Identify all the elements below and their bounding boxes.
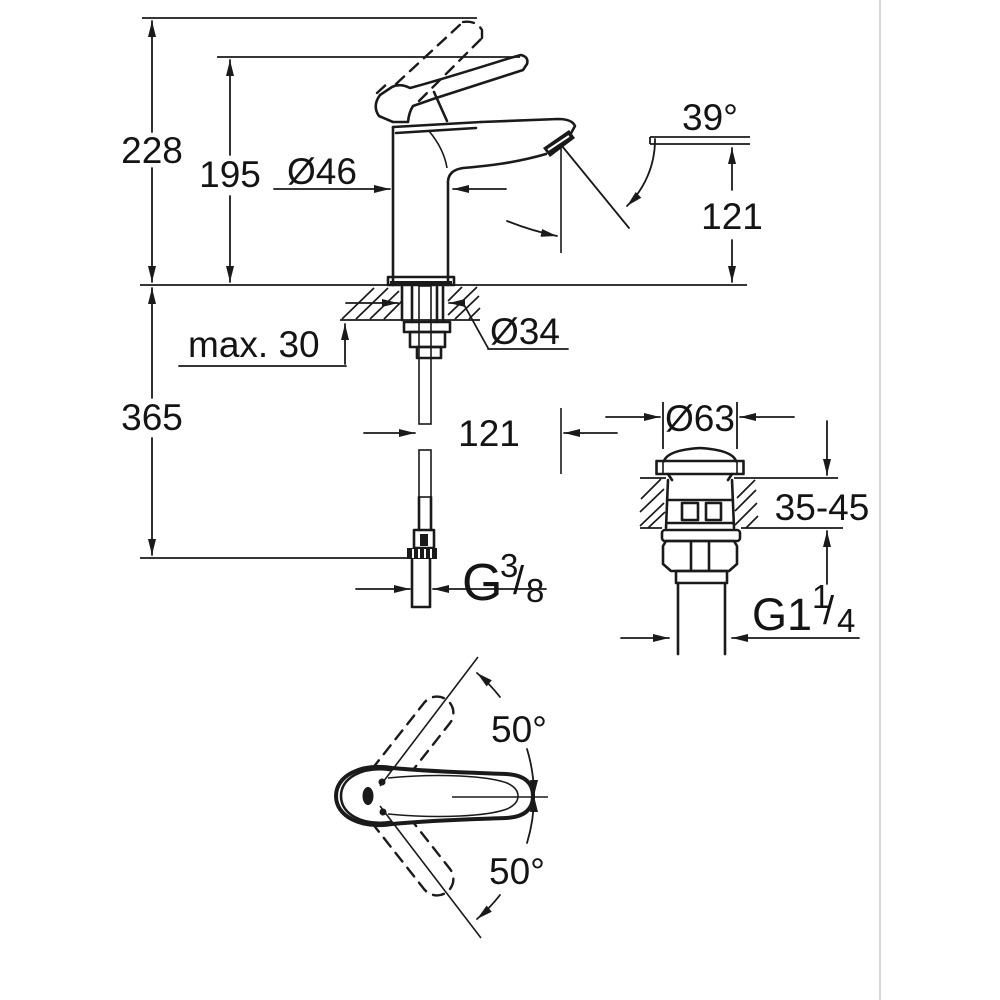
drain-body-window-left <box>680 501 700 522</box>
thread-label-hose-denominator: 8 <box>526 572 544 609</box>
dim-label-stream-angle: 39° <box>682 97 738 138</box>
dim-label-spout-reach: 121 <box>458 413 520 454</box>
angle-arc <box>626 138 656 207</box>
swivel-axis-lower <box>379 805 482 939</box>
dimension-39deg: 39° <box>506 97 750 237</box>
mounting-washer <box>402 320 452 334</box>
angle-reference-lines <box>649 136 750 145</box>
handle-lever <box>374 53 529 124</box>
handle-cap-inner-arc <box>339 767 392 825</box>
spout-underside <box>446 152 548 287</box>
drain-collar <box>674 569 729 585</box>
dimension-g38: G 3 / 8 <box>355 547 547 612</box>
thread-label-hose-slash: / <box>513 559 525 603</box>
supply-hose-tube <box>417 495 433 532</box>
handle-rotated-lower-dashed <box>370 820 455 897</box>
mounting-nut-step <box>415 345 443 360</box>
dim-label-hole-diameter: Ø34 <box>490 311 560 352</box>
dimension-121-vertical: 121 <box>701 147 763 283</box>
dimension-63: Ø63 <box>605 398 795 449</box>
thread-label-drain-numerator: 1 <box>812 578 830 615</box>
drain-body-window-right <box>704 501 723 522</box>
dim-label-swivel-upper: 50° <box>491 709 547 750</box>
dimension-34: Ø34 <box>345 299 569 352</box>
dim-label-spout-height: 121 <box>701 196 763 237</box>
hose-coupling-ribs <box>412 549 432 558</box>
dimension-50-upper: 50° <box>476 672 547 797</box>
dimension-195: 195 <box>199 56 520 283</box>
handle-logo-spot <box>362 787 374 805</box>
thread-label-drain-prefix: G1 <box>752 589 812 640</box>
swivel-arc-upper-b <box>526 748 539 797</box>
handle-front-edge <box>432 90 449 123</box>
dimension-g114: G1 1 / 4 <box>620 578 860 642</box>
handle-top-inner-line <box>387 774 519 818</box>
dimension-365: 365 <box>121 287 407 559</box>
ext-lines <box>662 402 738 449</box>
mounting-shank <box>400 285 445 324</box>
drain-flange <box>660 528 742 543</box>
handle-rotated-upper-dashed <box>370 695 455 772</box>
swivel-arc-lower-b <box>526 795 539 844</box>
handle-top-outline <box>334 764 535 828</box>
supply-hose-braid-upper <box>418 285 432 425</box>
drain-assembly-view <box>639 446 843 656</box>
swivel-arc-upper-a <box>476 672 501 698</box>
handle-dot-lower <box>379 808 387 816</box>
swivel-arc-lower-a <box>476 894 501 920</box>
faucet-body-top-seam <box>391 120 483 135</box>
dim-label-counter-thickness: 35-45 <box>775 487 870 528</box>
drain-tailpipe <box>676 581 727 656</box>
spout-top-edge <box>479 117 577 137</box>
drain-cap-band <box>655 459 745 476</box>
dim-label-drain-cap-diameter: Ø63 <box>665 398 735 439</box>
thread-label-drain-denominator: 4 <box>837 602 855 639</box>
handle-top-view <box>334 656 548 939</box>
dimension-max30: max. 30 <box>178 323 349 367</box>
faucet-base-gasket <box>390 281 452 285</box>
thread-label-hose-prefix: G <box>462 554 502 612</box>
hose-tail-tube <box>410 557 432 609</box>
dim-label-hose-length: 365 <box>121 397 183 438</box>
dimension-121-horizontal: 121 <box>363 413 618 454</box>
counter-hatch-left <box>639 478 666 529</box>
aerator-slit <box>547 135 570 151</box>
drain-cap-dome <box>662 446 738 463</box>
hose-end-connector-window <box>420 534 428 546</box>
thread-label-hose-numerator: 3 <box>500 547 518 584</box>
thread-label-drain-slash: / <box>823 589 835 633</box>
flow-direction-arc <box>506 220 558 237</box>
dim-label-total-height: 228 <box>121 130 183 171</box>
hose-coupling-nut <box>407 548 437 559</box>
dim-label-deck-max: max. 30 <box>188 324 320 365</box>
leader-line <box>462 302 569 350</box>
dimension-35-45: 35-45 <box>775 420 870 585</box>
handle-raised-dashed <box>375 20 484 103</box>
drain-body <box>664 478 736 530</box>
dimension-50-lower: 50° <box>476 795 545 920</box>
drain-cap-skirt <box>666 472 734 482</box>
mounting-nut <box>408 330 447 349</box>
dim-label-handle-height: 195 <box>199 154 261 195</box>
dim-label-swivel-lower: 50° <box>489 851 545 892</box>
body-reflection-line <box>428 130 448 169</box>
dimension-228: 228 <box>121 17 477 283</box>
faucet-side-view <box>140 20 747 609</box>
counter-hatch-right <box>734 479 759 529</box>
dim-label-body-diameter: Ø46 <box>287 151 357 192</box>
dimension-46: Ø46 <box>273 151 507 193</box>
drain-cap-band-notches <box>662 461 738 474</box>
drain-hex-nut <box>661 539 739 573</box>
supply-hose-braid-lower <box>418 449 432 498</box>
water-stream-line <box>561 145 630 229</box>
swivel-axis-upper <box>379 656 479 787</box>
